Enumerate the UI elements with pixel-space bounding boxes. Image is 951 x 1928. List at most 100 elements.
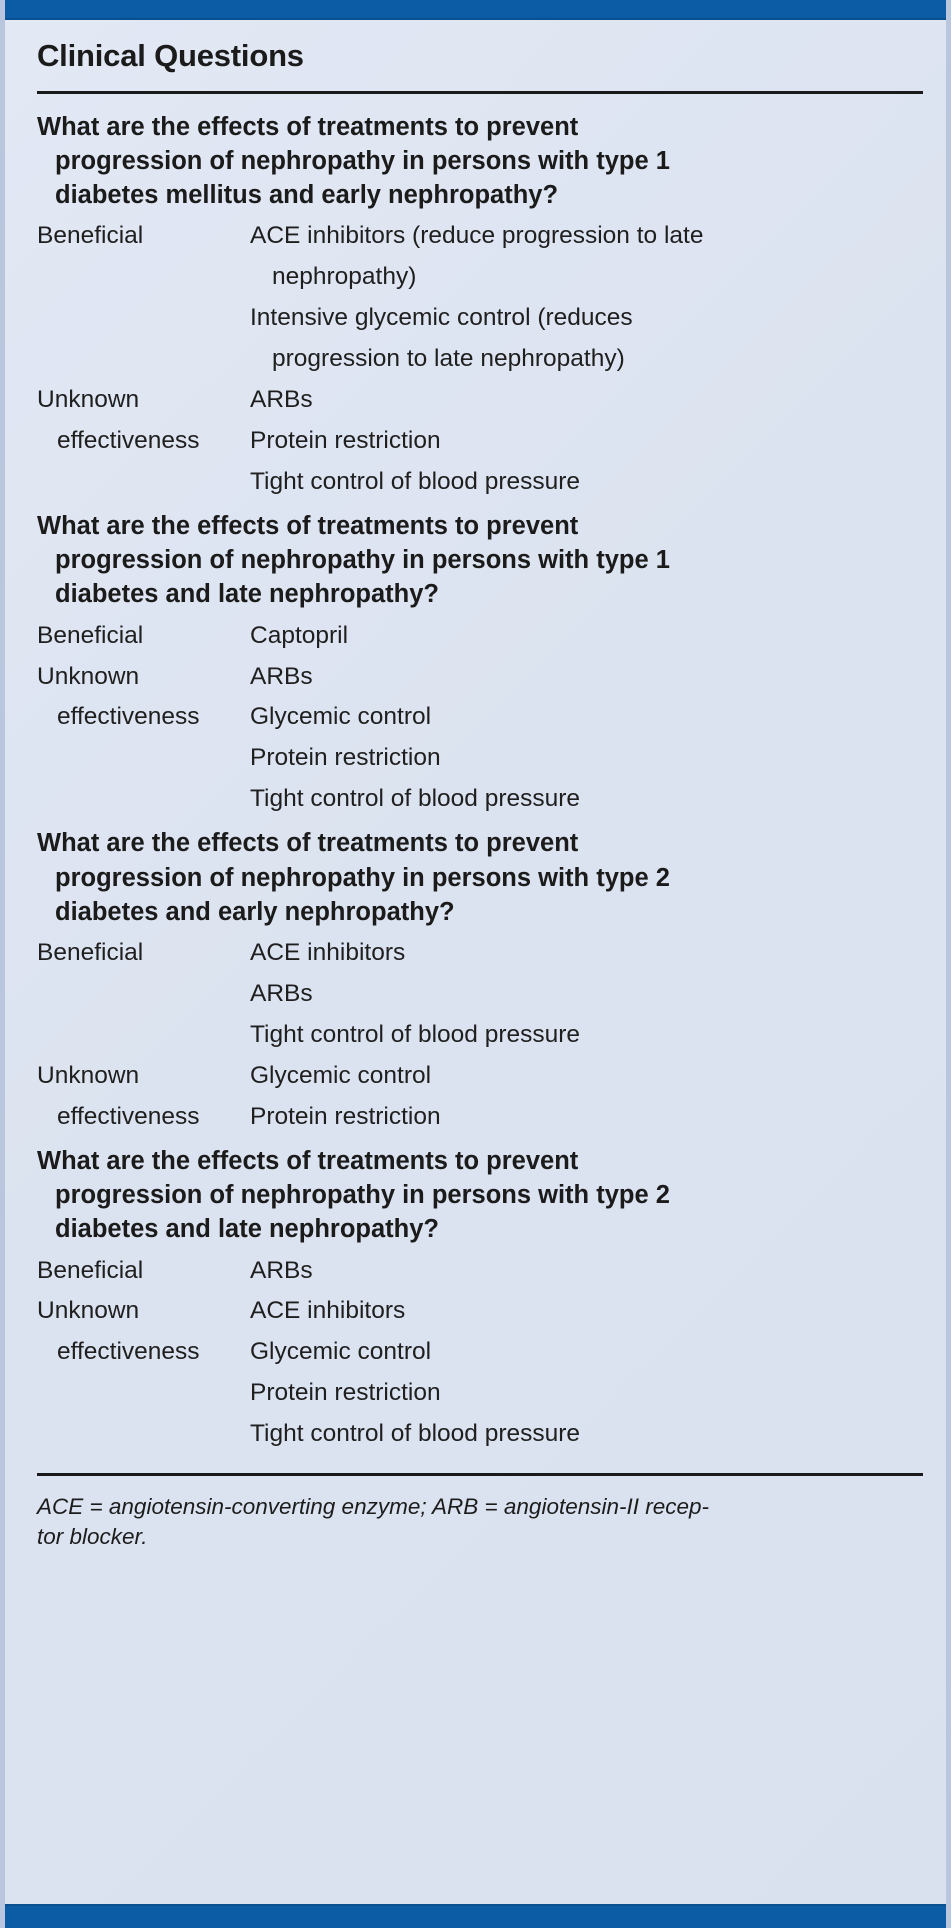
evidence-treatment-line: ARBs: [250, 980, 313, 1007]
question-section: What are the effects of treatments to pr…: [35, 110, 916, 503]
question-heading-line: diabetes and early nephropathy?: [55, 897, 455, 926]
sections-container: What are the effects of treatments to pr…: [35, 110, 916, 1456]
question-heading: What are the effects of treatments to pr…: [35, 826, 737, 929]
evidence-category: Beneficial: [35, 216, 250, 257]
panel-content: Clinical Questions What are the effects …: [5, 18, 946, 1906]
evidence-category-line: Unknown: [37, 662, 140, 690]
evidence-treatment: ARBs: [250, 1251, 916, 1292]
evidence-category: Beneficial: [35, 616, 250, 657]
question-heading: What are the effects of treatments to pr…: [35, 1144, 737, 1247]
question-heading-line: What are the effects of treatments to pr…: [37, 112, 579, 141]
evidence-treatment-line: Tight control of blood pressure: [250, 1420, 581, 1448]
evidence-category-line: effectiveness: [57, 1102, 200, 1130]
top-accent-bar: [5, 0, 946, 20]
evidence-category: Unknown effectiveness: [35, 657, 250, 739]
evidence-category: [35, 738, 250, 779]
evidence-treatment-line: Protein restriction: [250, 426, 441, 454]
evidence-treatment-line: ACE inhibitors (reduce progression to la…: [250, 222, 704, 250]
evidence-treatment: Captopril: [250, 616, 916, 657]
abbreviations-footnote: ACE = angiotensin-converting enzyme; ARB…: [35, 1476, 916, 1552]
evidence-category-line: effectiveness: [57, 426, 200, 454]
evidence-treatment-line: ARBs: [250, 662, 313, 690]
evidence-category-line: Beneficial: [37, 939, 144, 967]
question-heading-line: progression of nephropathy in persons wi…: [55, 863, 670, 892]
evidence-treatment-line: Intensive glycemic control (reduces: [250, 304, 633, 332]
evidence-treatment-line: Glycemic control: [250, 1338, 432, 1366]
evidence-row: Beneficial ACE inhibitors (reduce progres…: [35, 216, 916, 298]
question-heading-line: progression of nephropathy in persons wi…: [55, 146, 670, 175]
question-heading-line: diabetes and late nephropathy?: [55, 580, 439, 609]
evidence-category: [35, 462, 250, 503]
evidence-treatment-line: Tight control of blood pressure: [250, 785, 581, 813]
evidence-treatment-line: Captopril: [250, 621, 349, 649]
evidence-treatment-line: ARBs: [250, 386, 313, 414]
question-heading: What are the effects of treatments to pr…: [35, 509, 737, 612]
evidence-treatment-line: Tight control of blood pressure: [250, 1020, 581, 1048]
question-heading-line: What are the effects of treatments to pr…: [37, 1146, 579, 1175]
evidence-rows: Beneficial ACE inhibitors (reduce progres…: [35, 216, 916, 502]
question-section: What are the effects of treatments to pr…: [35, 1144, 916, 1455]
question-section: What are the effects of treatments to pr…: [35, 826, 916, 1137]
evidence-treatment: Tight control of blood pressure: [250, 462, 916, 503]
evidence-treatment-line: Protein restriction: [250, 744, 441, 772]
page-title: Clinical Questions: [37, 38, 304, 73]
evidence-treatment-line: Tight control of blood pressure: [250, 467, 581, 495]
question-heading-line: diabetes and late nephropathy?: [55, 1215, 439, 1244]
question-heading-line: diabetes mellitus and early nephropathy?: [55, 181, 559, 210]
question-heading: What are the effects of treatments to pr…: [35, 110, 737, 213]
evidence-treatment-line: ARBs: [250, 1256, 313, 1284]
question-heading-line: progression of nephropathy in persons wi…: [55, 546, 670, 575]
evidence-category-line: Beneficial: [37, 1256, 144, 1284]
title-divider: [37, 90, 923, 94]
question-heading-line: progression of nephropathy in persons wi…: [55, 1180, 670, 1209]
question-heading-line: What are the effects of treatments to pr…: [37, 511, 579, 540]
abbreviations-footnote-line: ACE = angiotensin-converting enzyme; ARB…: [37, 1494, 710, 1520]
evidence-category-line: Beneficial: [37, 621, 144, 649]
evidence-category-line: effectiveness: [57, 703, 200, 731]
question-section: What are the effects of treatments to pr…: [35, 509, 916, 820]
evidence-category: [35, 1373, 250, 1414]
evidence-row: Beneficial Captopril: [35, 616, 916, 657]
evidence-row: Beneficial ARBs: [35, 1251, 916, 1292]
evidence-category-line: Beneficial: [37, 222, 144, 250]
evidence-row: Intensive glycemic control (reduces progr…: [35, 298, 916, 380]
evidence-treatment-line: ACE inhibitors: [250, 939, 406, 967]
evidence-category-line: effectiveness: [57, 1338, 200, 1366]
evidence-category: Beneficial: [35, 1251, 250, 1292]
question-heading-line: What are the effects of treatments to pr…: [37, 829, 579, 858]
abbreviations-footnote-line: tor blocker.: [37, 1524, 148, 1550]
evidence-category: Beneficial: [35, 933, 250, 974]
evidence-treatment-line: nephropathy): [272, 263, 417, 291]
evidence-category: [35, 298, 250, 339]
bottom-accent-bar: [5, 1904, 946, 1928]
evidence-treatment-line: progression to late nephropathy): [272, 345, 625, 373]
evidence-treatment: ACE inhibitors (reduce progression to la…: [250, 216, 916, 298]
evidence-category-line: Unknown: [37, 1297, 140, 1325]
footnote-divider: [37, 1473, 923, 1477]
evidence-row: Tight control of blood pressure: [35, 462, 916, 503]
evidence-treatment-line: ACE inhibitors: [250, 1297, 406, 1325]
evidence-treatment-line: Glycemic control: [250, 1061, 432, 1089]
evidence-treatment-line: Protein restriction: [250, 1102, 441, 1130]
evidence-category: Unknown effectiveness: [35, 1291, 250, 1373]
evidence-treatment-line: Glycemic control: [250, 703, 432, 731]
